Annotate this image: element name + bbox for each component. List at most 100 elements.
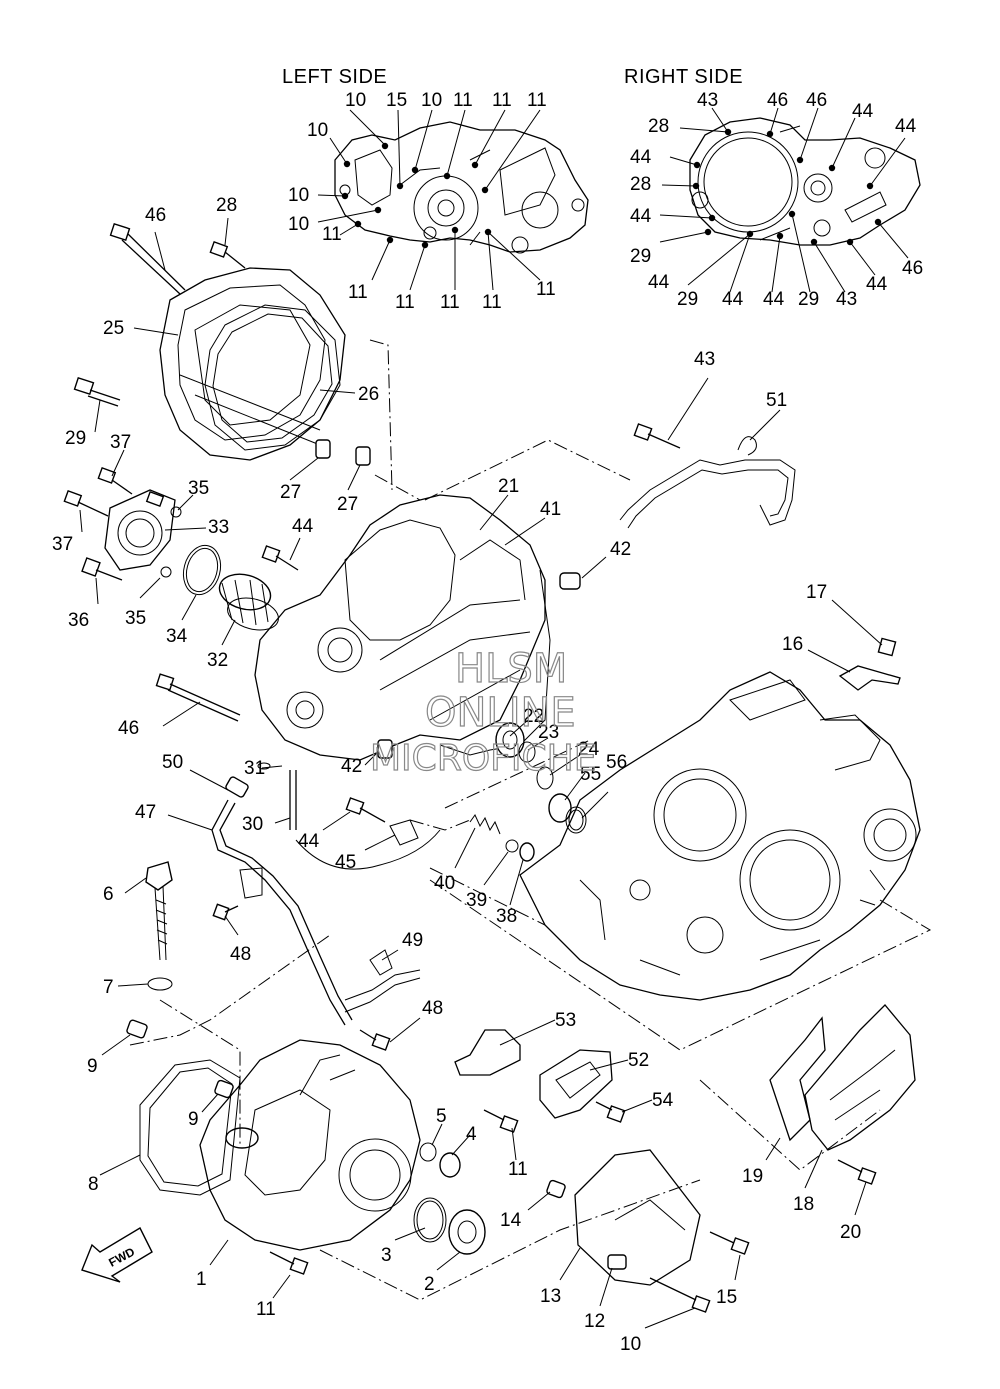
plate-19 [769, 1016, 826, 1142]
callout: 14 [500, 1210, 522, 1231]
callout: 10 [307, 120, 328, 141]
gasket-8 [139, 1059, 241, 1196]
callout: 10 [288, 185, 309, 206]
callout: 39 [466, 890, 487, 911]
callout: 11 [348, 282, 368, 303]
bolt-43-mid [633, 423, 681, 449]
callout: 11 [482, 292, 502, 313]
callout: 53 [555, 1010, 576, 1031]
callout: 29 [677, 289, 698, 310]
callout: 48 [230, 944, 251, 965]
bolt-28-top [209, 241, 246, 269]
callout: 49 [402, 930, 423, 951]
callout: 44 [292, 516, 314, 537]
boundary-lines [129, 339, 932, 1301]
callout: 44 [630, 147, 652, 168]
cover-12 [574, 1149, 701, 1286]
callout: 11 [395, 292, 415, 313]
bolt-29 [73, 376, 121, 407]
plug-2-3-4-5 [413, 1142, 486, 1255]
callout: 5 [436, 1106, 447, 1127]
callout: 7 [103, 977, 114, 998]
collar-42-upper [559, 572, 581, 590]
seals-55-56 [548, 793, 587, 834]
callout: 32 [207, 650, 228, 671]
sprocket-cover-18 [804, 1004, 916, 1151]
callout: 11 [527, 90, 547, 111]
callout: 2 [424, 1274, 435, 1295]
callout: 36 [68, 610, 89, 631]
seal-bearings-22-24 [495, 722, 554, 790]
callout: 11 [256, 1299, 276, 1320]
o-ring-35-bottom [160, 566, 172, 578]
dowel-9-upper [126, 1019, 148, 1039]
callout: 40 [434, 873, 455, 894]
clamp-45 [389, 819, 419, 846]
dowel-pins-27 [315, 439, 371, 466]
callout: 29 [65, 428, 86, 449]
callout: 50 [162, 752, 183, 773]
callout: 47 [135, 802, 156, 823]
oil-filter-cover-33 [104, 489, 176, 571]
bolt-11-lower [269, 1251, 309, 1275]
callout: 55 [580, 764, 601, 785]
bolt-44-lower [345, 797, 386, 823]
callout: 28 [216, 195, 237, 216]
callout: 44 [763, 289, 785, 310]
bolt-54 [595, 1101, 626, 1123]
bolts-37-36 [63, 467, 133, 581]
callout: 43 [836, 289, 857, 310]
dowel-14 [546, 1179, 566, 1199]
callout: 33 [208, 517, 229, 538]
callout: 15 [716, 1287, 737, 1308]
callout: 56 [606, 752, 627, 773]
callout: 44 [852, 101, 874, 122]
bolt-15 [709, 1231, 750, 1255]
right-side-inset [659, 107, 921, 293]
callout: 10 [288, 214, 309, 235]
callout: 11 [508, 1159, 528, 1180]
callout: 46 [806, 90, 827, 111]
callout: 27 [337, 494, 358, 515]
callout: 44 [630, 206, 652, 227]
bracket-53 [454, 1029, 521, 1076]
callout: 44 [722, 289, 744, 310]
bolt-11-mid [483, 1109, 519, 1133]
oil-filter-32 [218, 573, 279, 631]
callout: 28 [630, 174, 651, 195]
callout: 37 [110, 432, 131, 453]
bolt-20 [837, 1159, 877, 1185]
o-ring-34 [182, 544, 222, 596]
left-side-inset [317, 109, 589, 291]
callout: 3 [381, 1245, 392, 1266]
callout: 4 [466, 1124, 477, 1145]
callout: 11 [492, 90, 512, 111]
fwd-arrow: FWD [81, 1227, 153, 1283]
callout: 25 [103, 318, 124, 339]
watermark-line-3: MICROFICHE [370, 738, 596, 779]
bolt-10-lower [649, 1277, 711, 1313]
callout: 45 [335, 852, 356, 873]
right-side-bolt-dots [692, 128, 882, 246]
bolt-48-upper [212, 903, 239, 921]
callout: 10 [620, 1334, 641, 1355]
callout: 24 [578, 739, 600, 760]
callout: 44 [895, 116, 917, 137]
callout: 43 [694, 349, 715, 370]
callout: 37 [52, 534, 73, 555]
oil-pipe-51 [619, 436, 796, 529]
dowel-9-lower [214, 1079, 234, 1099]
callout: 54 [652, 1090, 674, 1111]
callout: 26 [358, 384, 379, 405]
bolt-46-long [155, 673, 241, 722]
collar-42-lower [377, 739, 393, 759]
callout: 42 [610, 539, 631, 560]
callout: 38 [496, 906, 517, 927]
callout: 44 [298, 831, 320, 852]
callout: 29 [630, 246, 651, 267]
callout: 28 [648, 116, 669, 137]
callout: 42 [341, 756, 362, 777]
callout: 44 [648, 272, 670, 293]
sensor-16-17 [838, 637, 901, 691]
spring-plunger-38-40 [469, 814, 535, 862]
